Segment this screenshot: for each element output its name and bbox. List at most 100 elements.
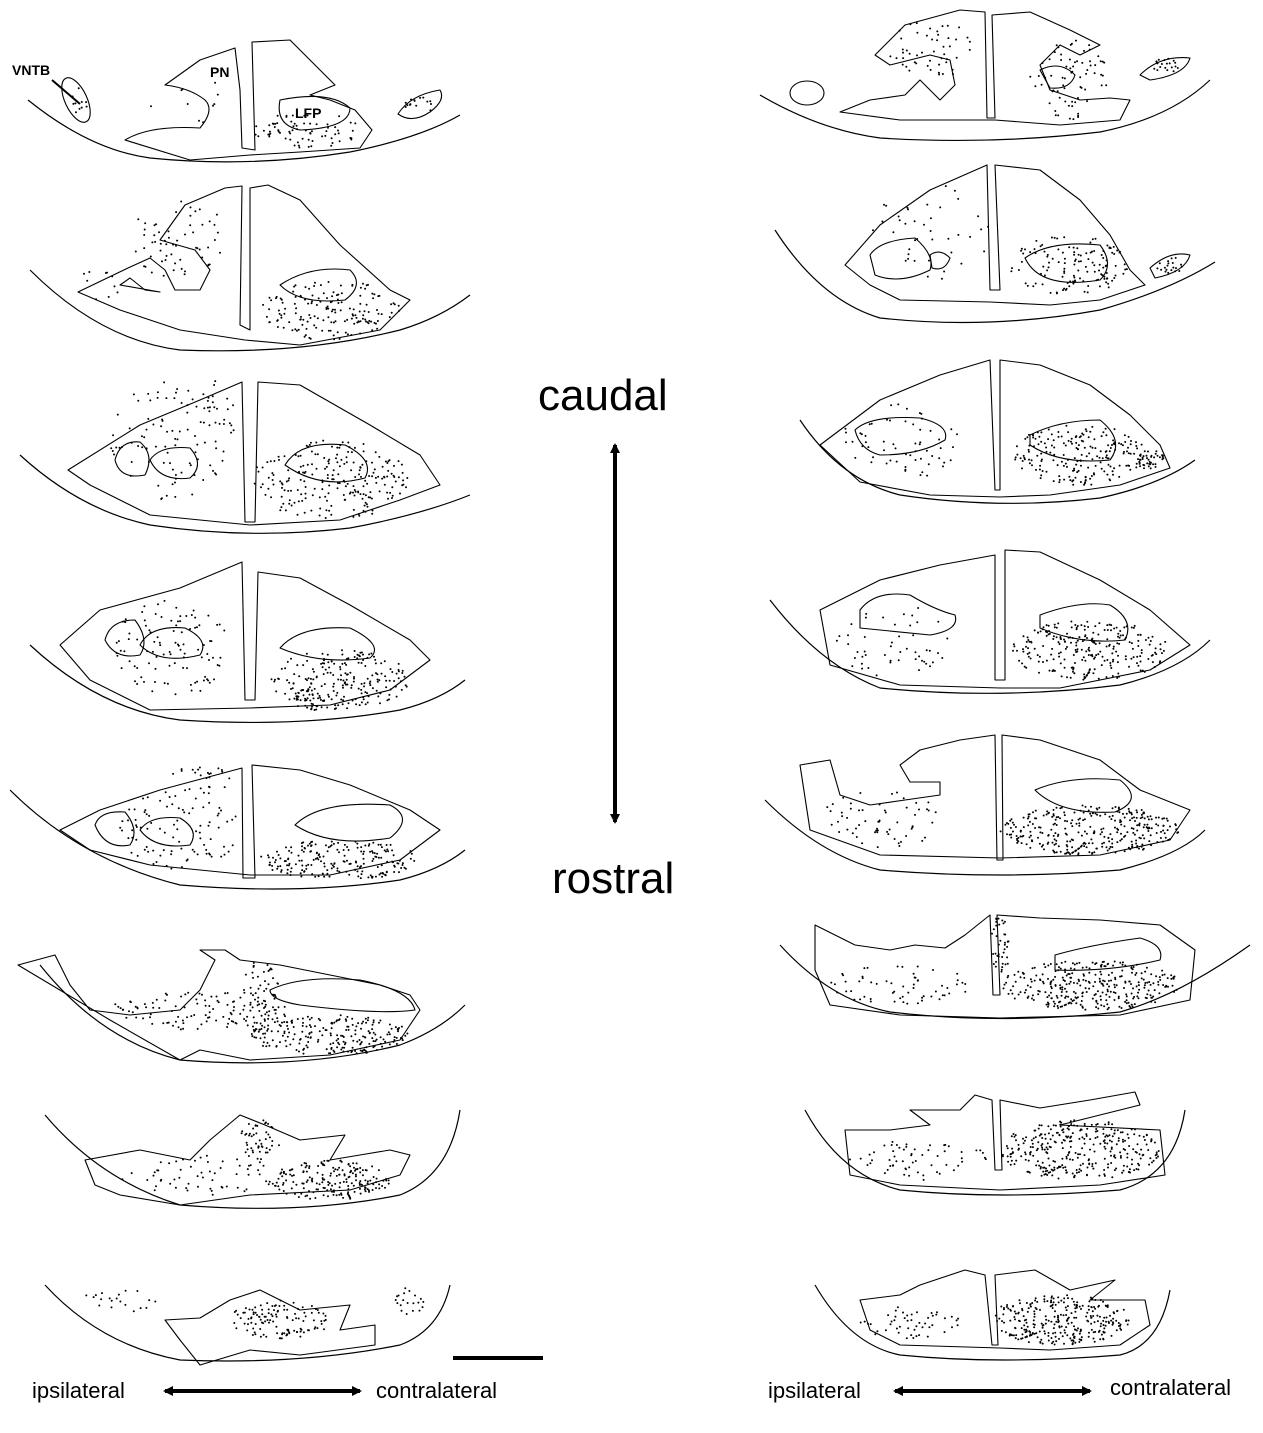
- cell-dot: [867, 1164, 869, 1166]
- cell-dot: [209, 1171, 211, 1173]
- cell-dot: [1119, 976, 1121, 978]
- cell-dot: [266, 1302, 268, 1304]
- cell-dot: [279, 480, 281, 482]
- cell-dot: [252, 1128, 254, 1130]
- cell-dot: [1058, 1001, 1060, 1003]
- cell-dot: [72, 96, 74, 98]
- cell-dot: [1102, 61, 1104, 63]
- cell-dot: [1029, 462, 1031, 464]
- cell-dot: [346, 658, 348, 660]
- cell-dot: [335, 707, 337, 709]
- cell-dot: [219, 657, 221, 659]
- cell-dot: [1039, 831, 1041, 833]
- cell-dot: [160, 250, 162, 252]
- cell-dot: [154, 1171, 156, 1173]
- cell-dot: [220, 1167, 222, 1169]
- cell-dot: [258, 1031, 260, 1033]
- cell-dot: [1050, 986, 1052, 988]
- cell-dot: [371, 1028, 373, 1030]
- cell-dot: [361, 662, 363, 664]
- cell-dot: [1091, 853, 1093, 855]
- cell-dot: [911, 1314, 913, 1316]
- cell-dot: [371, 475, 373, 477]
- cell-dot: [1088, 654, 1090, 656]
- cell-dot: [1089, 1149, 1091, 1151]
- cell-dot: [260, 1023, 262, 1025]
- cell-dot: [372, 876, 374, 878]
- cell-dot: [252, 1334, 254, 1336]
- cell-dot: [124, 621, 126, 623]
- cell-dot: [295, 296, 297, 298]
- cell-dot: [1026, 1302, 1028, 1304]
- cell-dot: [956, 1319, 958, 1321]
- cell-dot: [360, 851, 362, 853]
- cell-dot: [348, 1176, 350, 1178]
- cell-dot: [337, 867, 339, 869]
- cell-dot: [1023, 817, 1025, 819]
- cell-dot: [1075, 1305, 1077, 1307]
- cell-dot: [1169, 838, 1171, 840]
- cell-dot: [269, 131, 271, 133]
- cell-dot: [906, 1143, 908, 1145]
- cell-dot: [330, 321, 332, 323]
- cell-dot: [1078, 825, 1080, 827]
- cell-dot: [372, 687, 374, 689]
- cell-dot: [1037, 837, 1039, 839]
- cell-dot: [372, 297, 374, 299]
- cell-dot: [846, 829, 848, 831]
- cell-dot: [1034, 1300, 1036, 1302]
- cell-dot: [310, 510, 312, 512]
- cell-dot: [362, 314, 364, 316]
- cell-dot: [873, 1151, 875, 1153]
- cell-dot: [402, 472, 404, 474]
- cell-dot: [231, 819, 233, 821]
- cell-dot: [1020, 1155, 1022, 1157]
- cell-dot: [271, 1305, 273, 1307]
- cell-dot: [916, 1311, 918, 1313]
- cell-dot: [357, 1022, 359, 1024]
- cell-dot: [870, 981, 872, 983]
- cell-dot: [1040, 1166, 1042, 1168]
- cell-dot: [233, 429, 235, 431]
- cell-dot: [867, 667, 869, 669]
- cell-dot: [146, 813, 148, 815]
- cell-dot: [1026, 1336, 1028, 1338]
- cell-dot: [1073, 264, 1075, 266]
- cell-dot: [393, 475, 395, 477]
- cell-dot: [956, 973, 958, 975]
- cell-dot: [1078, 1138, 1080, 1140]
- cell-dot: [190, 206, 192, 208]
- cell-dot: [362, 318, 364, 320]
- cell-dot: [1083, 845, 1085, 847]
- cell-dot: [354, 122, 356, 124]
- cell-dot: [283, 327, 285, 329]
- cell-dot: [1020, 976, 1022, 978]
- cell-dot: [952, 73, 954, 75]
- cell-dot: [1058, 641, 1060, 643]
- cell-dot: [1054, 110, 1056, 112]
- cell-dot: [1020, 836, 1022, 838]
- cell-dot: [399, 860, 401, 862]
- cell-dot: [135, 1017, 137, 1019]
- cell-dot: [1000, 830, 1002, 832]
- cell-dot: [356, 1162, 358, 1164]
- cell-dot: [1096, 1315, 1098, 1317]
- cell-dot: [276, 1332, 278, 1334]
- cell-dot: [1131, 1159, 1133, 1161]
- cell-dot: [1066, 840, 1068, 842]
- cell-dot: [308, 139, 310, 141]
- cell-dot: [1176, 832, 1178, 834]
- cell-dot: [240, 1317, 242, 1319]
- cell-dot: [1001, 1330, 1003, 1332]
- cell-dot: [898, 216, 900, 218]
- cell-dot: [1087, 467, 1089, 469]
- cell-dot: [223, 423, 225, 425]
- cell-dot: [296, 125, 298, 127]
- cell-dot: [1010, 1156, 1012, 1158]
- cell-dot: [350, 1035, 352, 1037]
- cell-dot: [1102, 1320, 1104, 1322]
- cell-dot: [1013, 1133, 1015, 1135]
- cell-dot: [944, 1144, 946, 1146]
- cell-dot: [1116, 642, 1118, 644]
- cell-dot: [293, 1026, 295, 1028]
